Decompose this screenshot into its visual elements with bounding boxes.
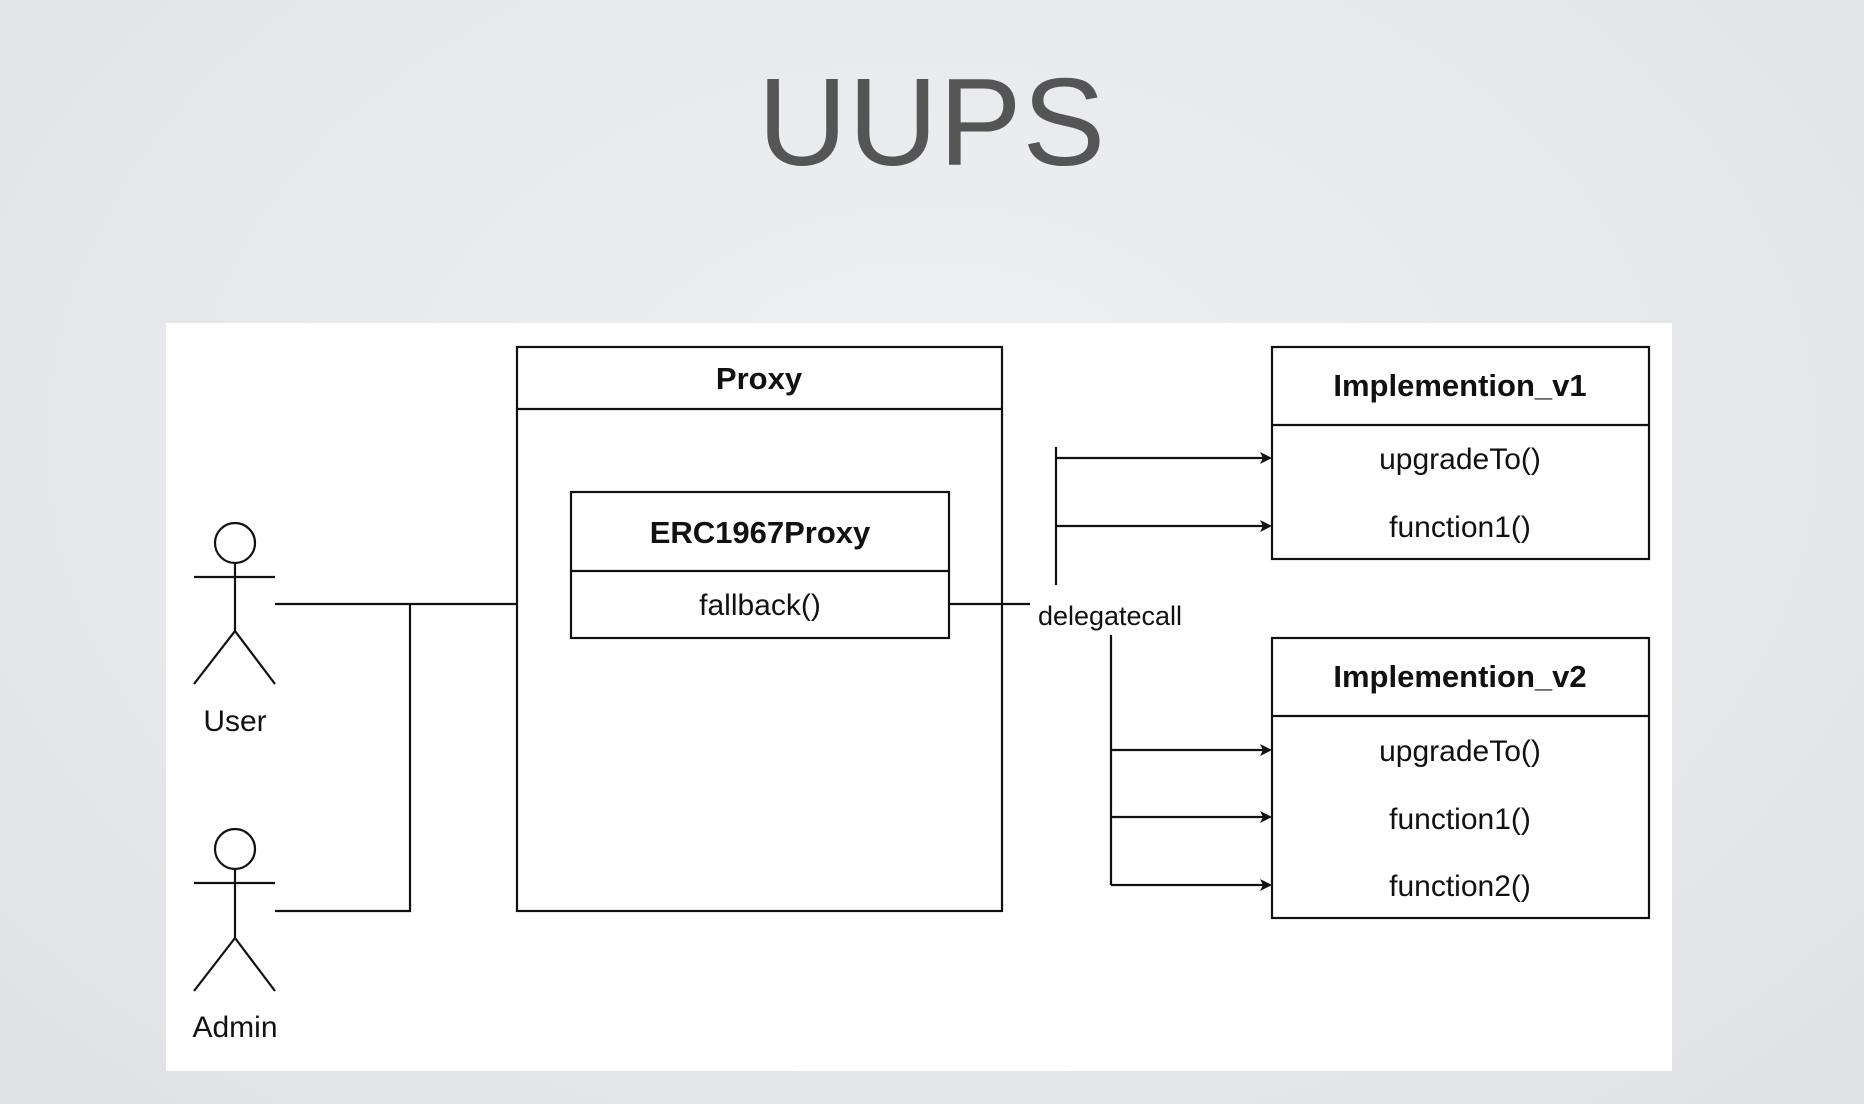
delegatecall-connectors xyxy=(949,447,1272,891)
fallback-method: fallback() xyxy=(699,589,821,622)
implementation-v2-class: Implemention_v2 upgradeTo() function1() … xyxy=(1270,636,1651,920)
v2-method-upgradeto: upgradeTo() xyxy=(1379,735,1541,768)
erc1967proxy-class: ERC1967Proxy fallback() xyxy=(569,490,951,640)
delegatecall-label: delegatecall xyxy=(1038,601,1182,631)
admin-label: Admin xyxy=(192,1011,277,1044)
diagram-canvas: User Admin Proxy ERC1967Proxy fallback() xyxy=(166,323,1672,1071)
implementation-v2-title: Implemention_v2 xyxy=(1333,659,1586,694)
erc1967proxy-title: ERC1967Proxy xyxy=(650,515,871,550)
admin-actor-icon xyxy=(193,827,276,992)
v1-method-function1: function1() xyxy=(1389,511,1531,544)
slide-title: UUPS xyxy=(757,54,1107,192)
uml-diagram: User Admin Proxy ERC1967Proxy fallback() xyxy=(192,345,1651,1044)
user-label: User xyxy=(203,705,266,738)
v1-method-upgradeto: upgradeTo() xyxy=(1379,443,1541,476)
user-actor-icon xyxy=(193,521,276,685)
implementation-v1-title: Implemention_v1 xyxy=(1333,368,1586,403)
proxy-title: Proxy xyxy=(716,361,803,396)
implementation-v1-class: Implemention_v1 upgradeTo() function1() xyxy=(1270,345,1651,561)
v2-method-function2: function2() xyxy=(1389,870,1531,903)
v2-method-function1: function1() xyxy=(1389,803,1531,836)
